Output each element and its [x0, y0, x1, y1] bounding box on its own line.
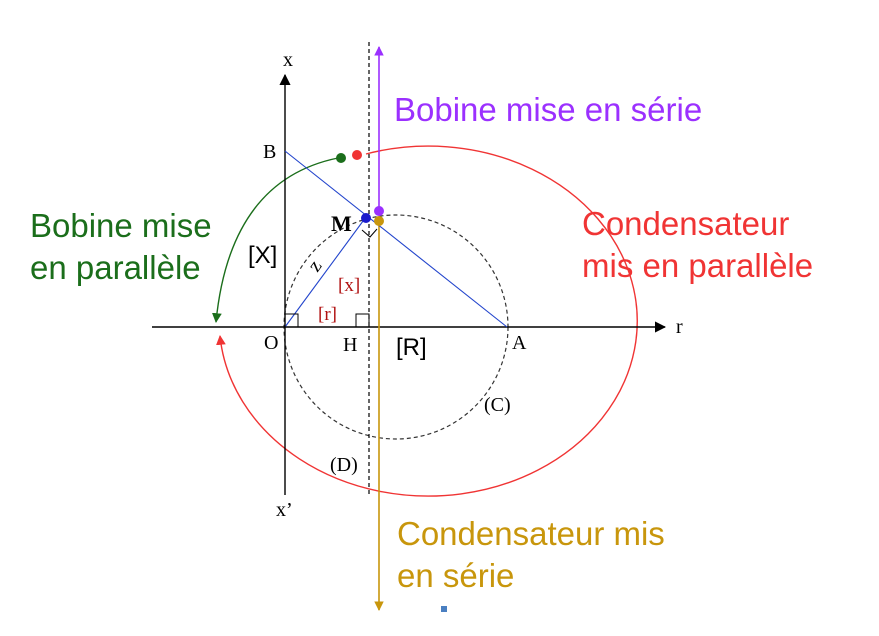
right-angle-o: [284, 313, 299, 328]
label-c: (C): [484, 394, 511, 416]
green-point: [336, 153, 346, 163]
label-m: M: [331, 211, 352, 236]
small-marker: [441, 606, 447, 612]
gold-point: [374, 216, 384, 226]
point-m: [361, 213, 371, 223]
label-r-small: [r]: [318, 304, 337, 325]
label-x-bracket: [X]: [248, 242, 277, 269]
red-arc: [216, 145, 638, 497]
annotation-condensateur-serie-line1: Condensateur mis: [397, 515, 665, 552]
right-angle-h: [355, 313, 370, 328]
purple-point: [374, 206, 384, 216]
label-r-bracket-big: [R]: [396, 334, 427, 361]
line-o-m: [284, 216, 367, 328]
right-angle-m: [361, 228, 378, 238]
label-x-small: [x]: [338, 275, 360, 296]
annotation-condensateur-serie-line2: en série: [397, 557, 514, 594]
label-x-axis: x: [283, 49, 293, 71]
label-b: B: [263, 141, 276, 163]
label-x-prime: x’: [276, 499, 293, 521]
annotation-condensateur-parallele-line2: mis en parallèle: [582, 247, 813, 284]
annotation-bobine-serie: Bobine mise en série: [394, 91, 702, 128]
annotation-bobine-parallele-line1: Bobine mise: [30, 207, 212, 244]
label-a: A: [512, 332, 527, 354]
red-point: [352, 150, 362, 160]
annotation-bobine-parallele-line2: en parallèle: [30, 249, 201, 286]
green-arc: [211, 157, 339, 323]
label-z: z: [303, 256, 326, 276]
label-d: (D): [330, 454, 358, 476]
label-h: H: [343, 334, 357, 356]
annotation-condensateur-parallele-line1: Condensateur: [582, 205, 789, 242]
label-r-axis: r: [676, 316, 683, 338]
line-b-a: [284, 150, 508, 328]
label-o: O: [264, 332, 278, 354]
